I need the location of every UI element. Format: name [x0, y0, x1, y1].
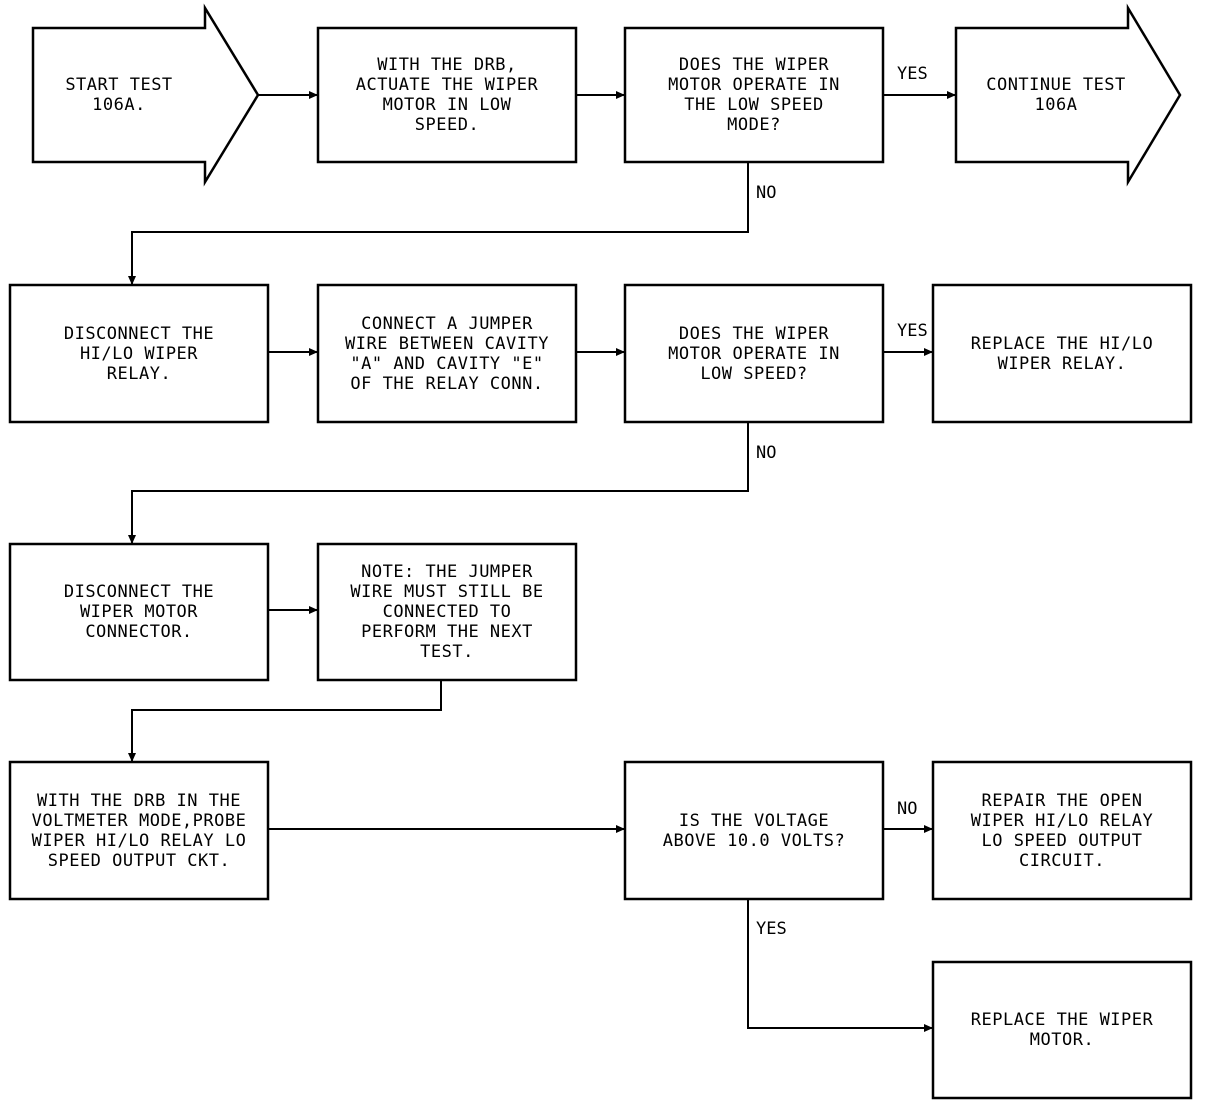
- connector-no-disconnect-motor: [128, 422, 749, 544]
- replace-relay-box: [931, 283, 1193, 424]
- q-voltage-box: [623, 760, 885, 901]
- no-label: NO: [897, 799, 918, 819]
- replace-relay-result: REPLACE THE HI/LO WIPER RELAY.: [970, 333, 1154, 374]
- voltage-question: IS THE VOLTAGE ABOVE 10.0 VOLTS?: [662, 810, 846, 851]
- note-box: [316, 542, 578, 682]
- connect-jumper-step: CONNECT A JUMPER WIRE BETWEEN CAVITY "A"…: [345, 313, 549, 394]
- continue-test-label: CONTINUE TEST 106A: [986, 75, 1126, 115]
- yes-label: YES: [897, 321, 928, 341]
- probe-box: [8, 760, 270, 901]
- connector-note-probe: [128, 680, 442, 762]
- low-speed-question: DOES THE WIPER MOTOR OPERATE IN LOW SPEE…: [668, 323, 840, 384]
- replace-motor-box: [931, 960, 1193, 1100]
- connector-no-disconnect-relay: [128, 162, 749, 285]
- disconnect-motor-step: DISCONNECT THE WIPER MOTOR CONNECTOR.: [63, 582, 215, 642]
- low-mode-question: DOES THE WIPER MOTOR OPERATE IN THE LOW …: [668, 55, 840, 135]
- yes-label: YES: [897, 64, 928, 84]
- replace-motor-result: REPLACE THE WIPER MOTOR.: [970, 1010, 1154, 1050]
- probe-step: WITH THE DRB IN THE VOLTMETER MODE,PROBE…: [31, 790, 247, 871]
- q-low-speed-box: [623, 283, 885, 424]
- repair-result: REPAIR THE OPEN WIPER HI/LO RELAY LO SPE…: [970, 790, 1154, 871]
- yes-label: YES: [756, 919, 787, 939]
- no-label: NO: [756, 443, 777, 463]
- disconnect-relay-box: [8, 283, 270, 424]
- disconnect-motor-box: [8, 542, 270, 682]
- actuate-box: [316, 26, 578, 164]
- disconnect-relay-step: DISCONNECT THE HI/LO WIPER RELAY.: [63, 323, 215, 384]
- start-arrow-shape: [31, 3, 260, 187]
- start-test-label: START TEST 106A.: [65, 75, 173, 115]
- jumper-note: NOTE: THE JUMPER WIRE MUST STILL BE CONN…: [350, 562, 544, 662]
- connector-yes-replace-motor: [747, 899, 933, 1032]
- connect-jumper-box: [316, 283, 578, 424]
- repair-box: [931, 760, 1193, 901]
- continue-arrow-shape: [954, 3, 1182, 187]
- no-label: NO: [756, 183, 777, 203]
- actuate-step: WITH THE DRB, ACTUATE THE WIPER MOTOR IN…: [355, 55, 539, 135]
